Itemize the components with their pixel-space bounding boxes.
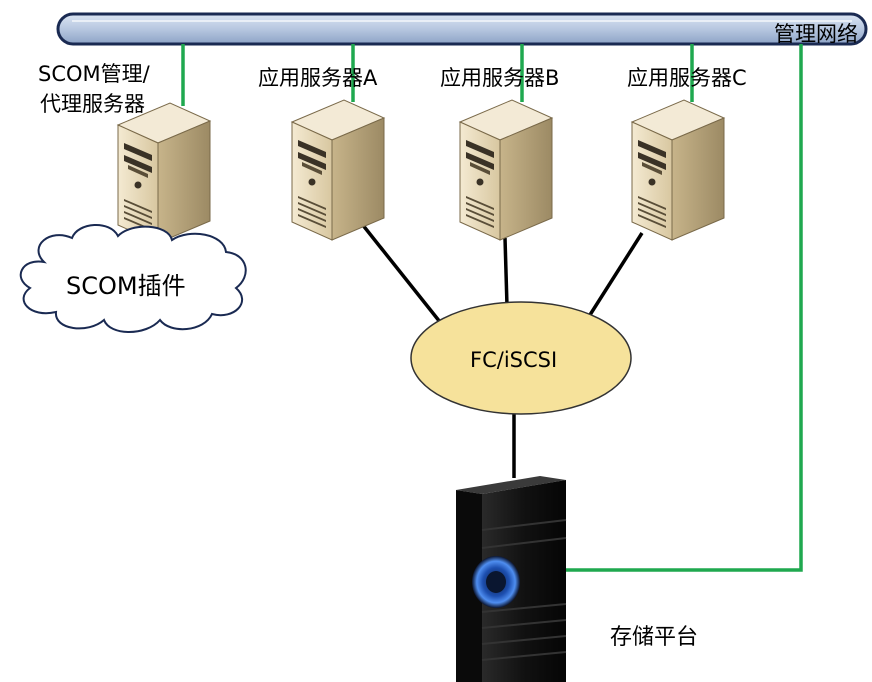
data-link-b (503, 237, 509, 307)
storage-label: 存储平台 (610, 625, 699, 650)
mgmt-link-storage (566, 44, 803, 572)
management-links (181, 44, 803, 572)
server-b-label: 应用服务器B (440, 66, 560, 90)
server-a-icon (291, 99, 385, 241)
data-links (360, 222, 644, 478)
scom-server-label-line1: SCOM管理/ (38, 62, 150, 86)
san-label: FC/iSCSI (470, 348, 558, 372)
server-c-icon (631, 99, 725, 241)
san-ellipse (410, 301, 632, 415)
scom-server-icon (117, 102, 211, 244)
data-link-c (586, 232, 644, 319)
scom-server-label-line2: 代理服务器 (40, 92, 145, 116)
plugin-cloud-shape (19, 223, 247, 333)
data-link-a (360, 222, 442, 324)
server-a-label: 应用服务器A (258, 66, 378, 90)
plugin-label: SCOM插件 (66, 272, 186, 300)
management-network-label: 管理网络 (774, 22, 858, 46)
server-c-label: 应用服务器C (627, 66, 747, 90)
server-b-icon (459, 99, 553, 241)
storage-rack-icon (456, 476, 567, 682)
management-network-bar (56, 12, 868, 46)
